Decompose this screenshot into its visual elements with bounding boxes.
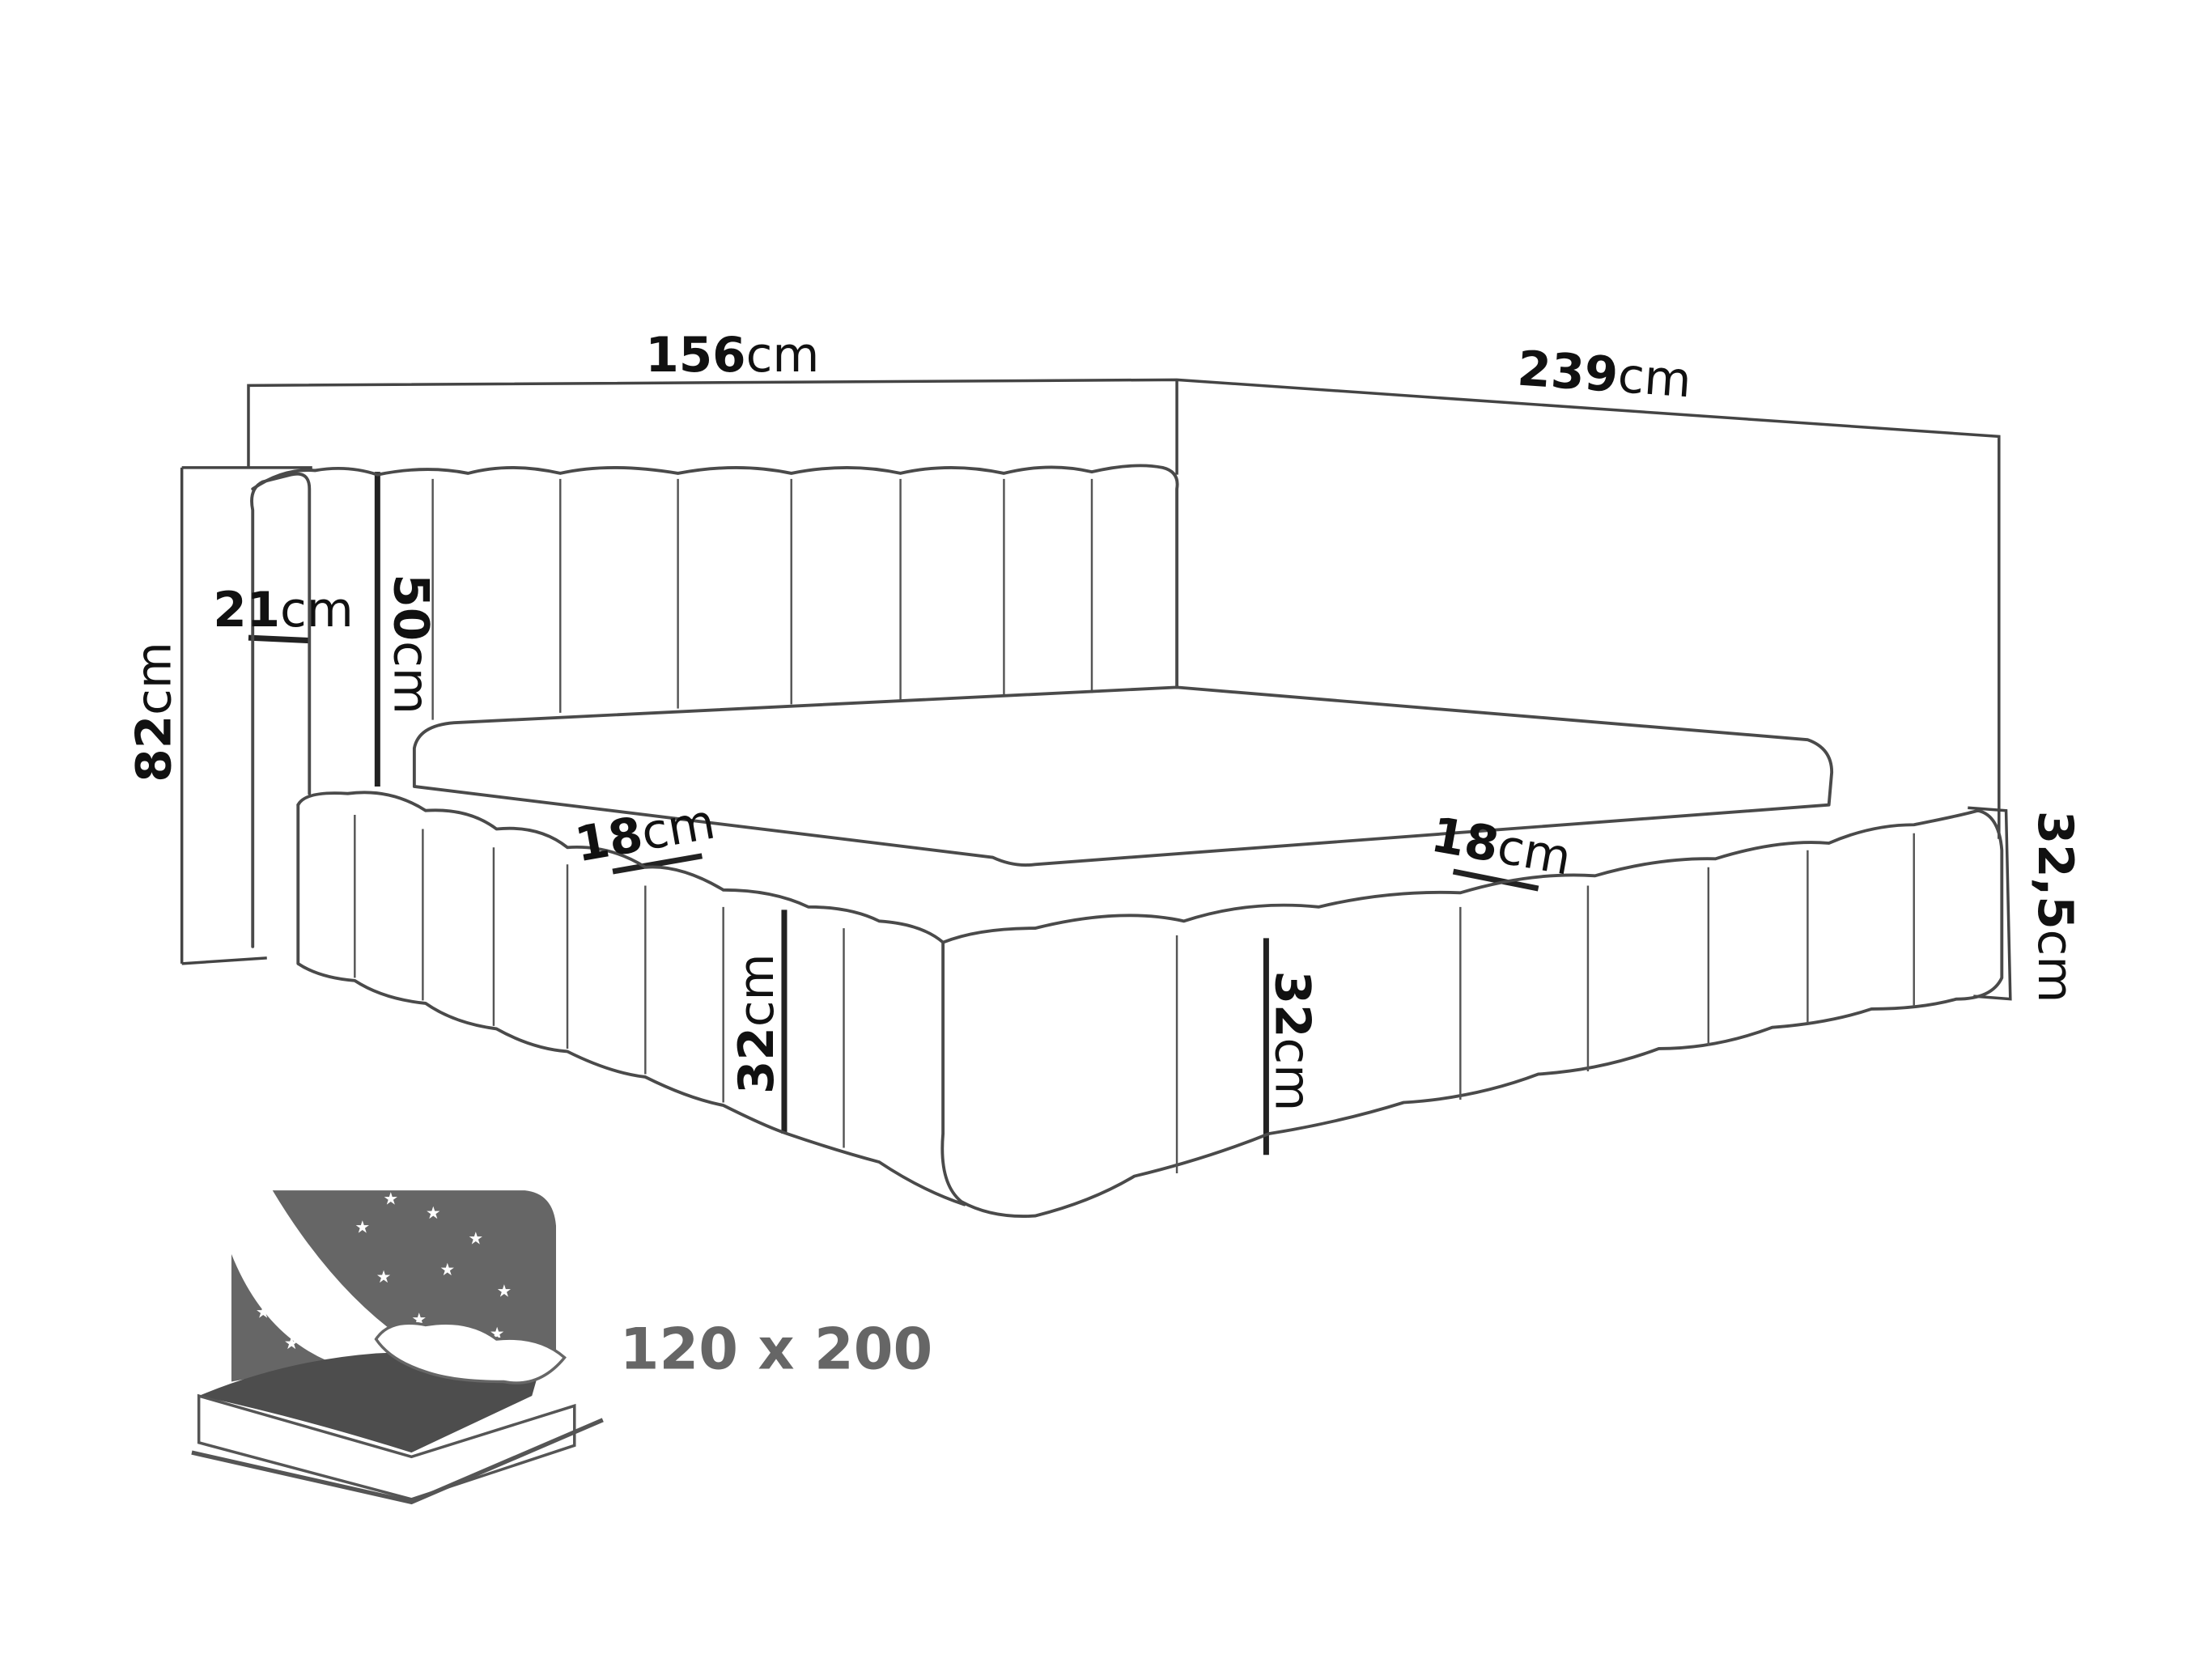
svg-text:★: ★ xyxy=(383,1189,398,1209)
side-height-label: 32,5cm xyxy=(2027,811,2083,1003)
svg-text:★: ★ xyxy=(376,1266,392,1287)
headboard-height-label: 50cm xyxy=(382,574,438,715)
length-label: 239cm xyxy=(1516,341,1693,409)
headboard xyxy=(250,464,1179,948)
dimension-lines xyxy=(180,378,2012,1156)
svg-text:★: ★ xyxy=(496,1280,512,1300)
svg-text:★: ★ xyxy=(426,1202,441,1223)
bed-base xyxy=(296,791,2004,1218)
mattress xyxy=(412,685,1834,867)
front-height-right-label: 32cm xyxy=(1264,971,1320,1112)
side-width-left-label: 18cm xyxy=(571,794,720,873)
svg-text:★: ★ xyxy=(468,1228,483,1249)
total-height-label: 82cm xyxy=(127,642,183,782)
mattress-size-label: 120 x 200 xyxy=(620,1317,932,1383)
svg-text:★: ★ xyxy=(326,1308,342,1329)
svg-text:★: ★ xyxy=(256,1302,271,1322)
svg-text:★: ★ xyxy=(439,1259,455,1279)
svg-text:★: ★ xyxy=(284,1333,299,1353)
headboard-thickness-label: 21cm xyxy=(213,583,354,638)
mattress-size-icon: ★★★★ ★★★★ ★★★★ 120 x 200 xyxy=(191,1189,932,1505)
svg-text:★: ★ xyxy=(355,1217,370,1237)
width-label: 156cm xyxy=(645,328,819,384)
side-width-right-label: 18cm xyxy=(1427,808,1575,887)
front-height-left-label: 32cm xyxy=(729,953,785,1094)
